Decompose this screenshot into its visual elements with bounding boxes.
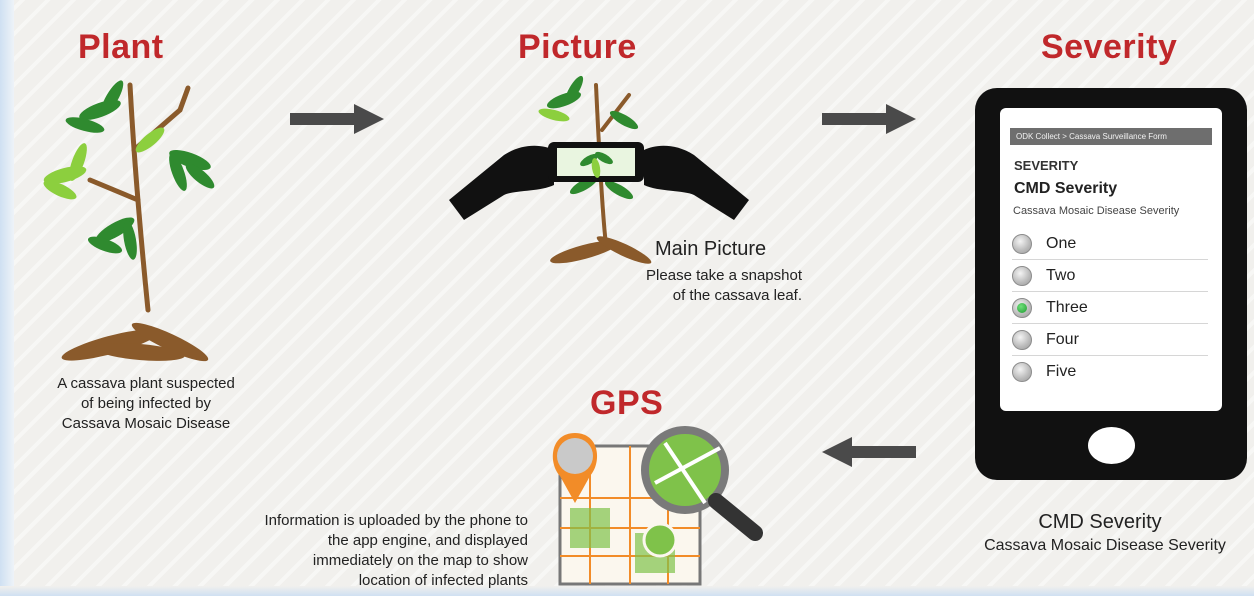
severity-caption-title: CMD Severity: [1038, 511, 1162, 533]
radio-button-icon[interactable]: [1012, 329, 1032, 350]
option-label: Five: [1046, 362, 1077, 380]
picture-heading: Picture: [518, 28, 637, 66]
severity-heading: Severity: [1041, 28, 1178, 66]
severity-option-two[interactable]: Two: [1012, 260, 1208, 292]
screen-section-label: SEVERITY: [1014, 158, 1079, 173]
option-label: Three: [1046, 298, 1088, 316]
plant-caption-line: Cassava Mosaic Disease: [61, 415, 231, 432]
gps-caption-line: Information is uploaded by the phone to: [264, 512, 528, 529]
radio-button-icon[interactable]: [1012, 361, 1032, 382]
bottom-edge: [0, 586, 1254, 596]
main-picture-label: Main Picture: [655, 238, 767, 260]
severity-option-five[interactable]: Five: [1012, 356, 1208, 387]
plant-heading: Plant: [78, 28, 164, 66]
gps-heading: GPS: [590, 384, 664, 422]
gps-caption-line: location of infected plants: [358, 572, 528, 589]
home-button[interactable]: [1088, 427, 1135, 464]
option-label: Four: [1046, 330, 1079, 348]
severity-option-four[interactable]: Four: [1012, 324, 1208, 356]
left-edge: [0, 0, 14, 596]
gps-caption: Information is uploaded by the phone to …: [150, 511, 528, 591]
picture-caption-line: of the cassava leaf.: [672, 287, 802, 304]
screen-question-subtitle: Cassava Mosaic Disease Severity: [1013, 205, 1180, 217]
arrow-left-icon: [822, 437, 916, 467]
camera-hands-icon: [449, 75, 749, 264]
arrow-right-icon: [290, 104, 384, 134]
map-magnifier-icon: [552, 426, 763, 586]
screen-question-title: CMD Severity: [1014, 180, 1118, 197]
radio-button-icon[interactable]: [1012, 265, 1032, 286]
plant-caption-line: of being infected by: [80, 395, 212, 412]
severity-option-three[interactable]: Three: [1012, 292, 1208, 324]
severity-option-one[interactable]: One: [1012, 228, 1208, 260]
picture-caption: Please take a snapshot of the cassava le…: [560, 266, 802, 306]
plant-caption: A cassava plant suspected of being infec…: [26, 374, 266, 434]
severity-options: One Two Three Four Five: [1012, 228, 1208, 387]
gps-caption-line: immediately on the map to show: [312, 552, 528, 569]
arrow-right-icon: [822, 104, 916, 134]
picture-caption-line: Please take a snapshot: [646, 267, 802, 284]
radio-button-selected-icon[interactable]: [1012, 297, 1032, 318]
screen-title-bar: ODK Collect > Cassava Surveillance Form: [1010, 128, 1212, 145]
radio-button-icon[interactable]: [1012, 233, 1032, 254]
cassava-plant-icon: [43, 80, 215, 362]
option-label: One: [1046, 234, 1077, 252]
plant-caption-line: A cassava plant suspected: [57, 375, 235, 392]
gps-caption-line: the app engine, and displayed: [327, 532, 528, 549]
option-label: Two: [1046, 266, 1076, 284]
severity-caption-subtitle: Cassava Mosaic Disease Severity: [984, 537, 1226, 554]
phone-screen: ODK Collect > Cassava Surveillance Form …: [1000, 108, 1222, 411]
